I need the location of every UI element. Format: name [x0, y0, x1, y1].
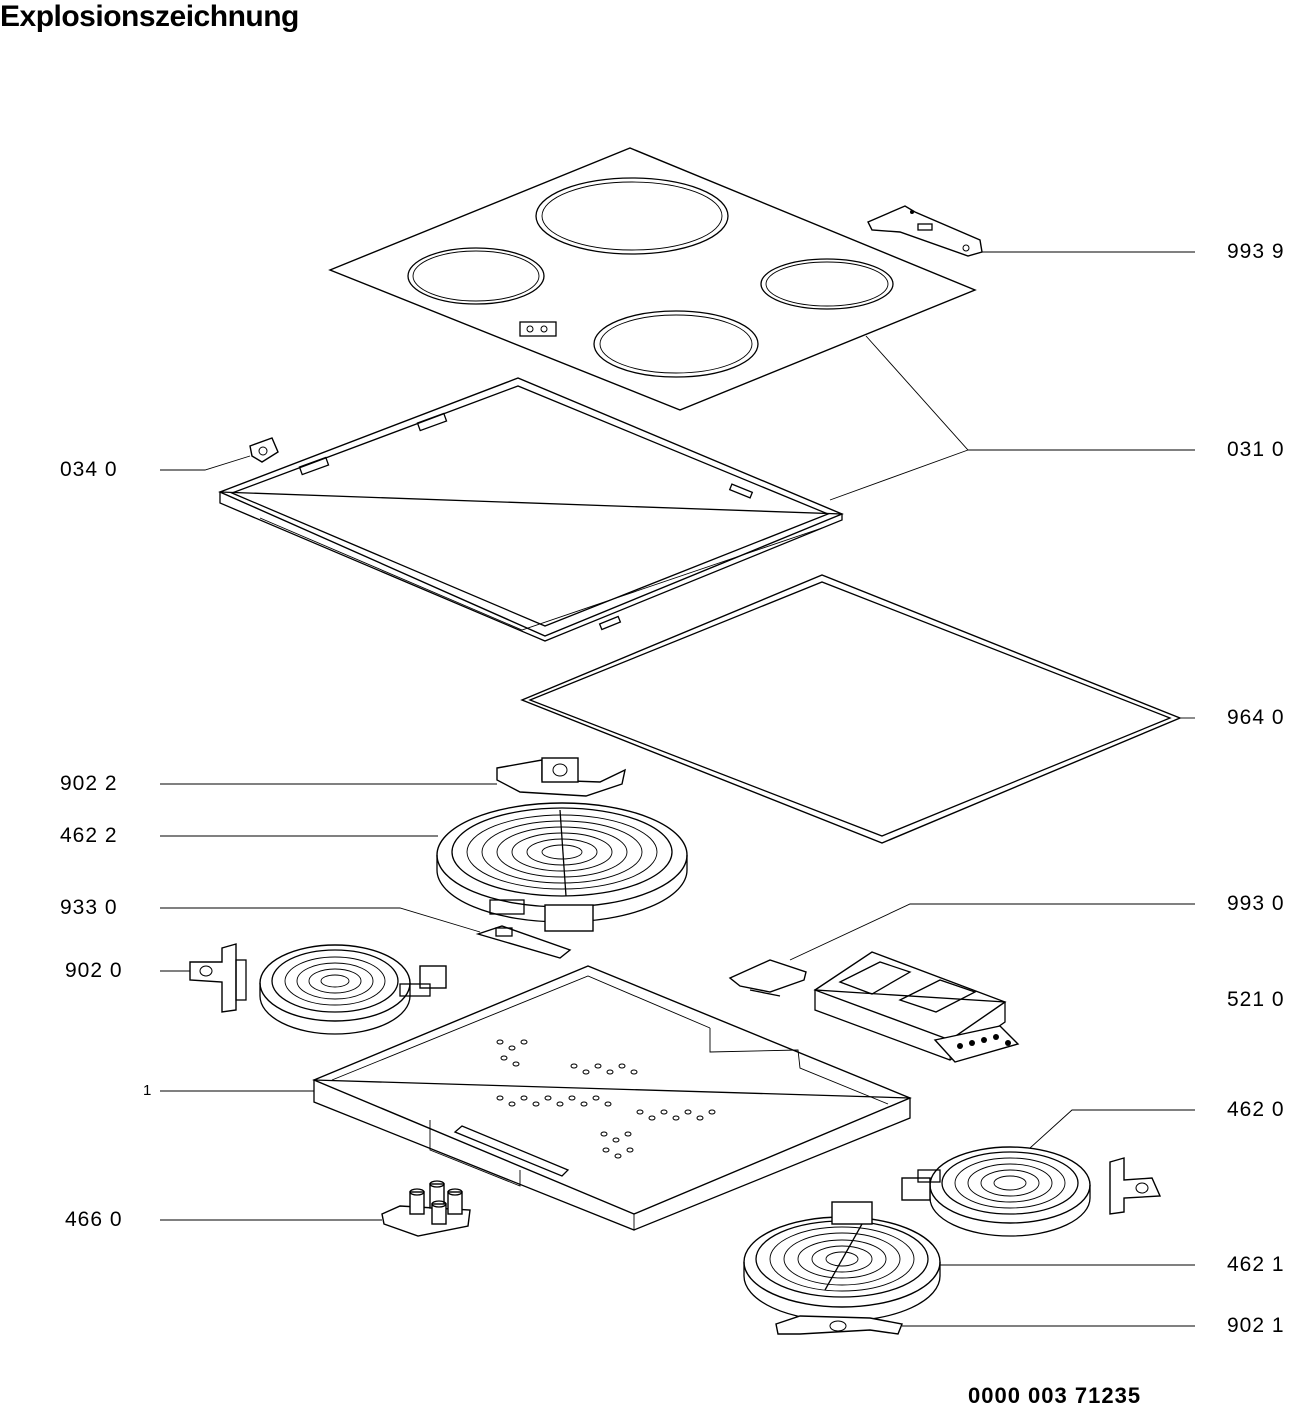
label-933-0: 933 0	[60, 896, 118, 919]
seal-964-0	[520, 574, 1182, 844]
heating-element-small-left	[259, 944, 447, 1035]
label-521-0: 521 0	[1227, 988, 1285, 1011]
label-902-2: 902 2	[60, 772, 118, 795]
label-466-0: 466 0	[65, 1208, 123, 1231]
label-993-9: 993 9	[1227, 240, 1285, 263]
heating-element-462-2	[436, 802, 688, 932]
bracket-993-9	[867, 205, 983, 257]
label-993-0: 993 0	[1227, 892, 1285, 915]
limiter-933-0	[475, 925, 572, 959]
label-462-0: 462 0	[1227, 1098, 1285, 1121]
label-902-1: 902 1	[1227, 1314, 1285, 1337]
heating-element-462-0	[901, 1146, 1091, 1237]
ceramic-glass-top	[328, 147, 977, 411]
bracket-902-1	[775, 1315, 903, 1335]
leader-lines	[160, 251, 1195, 1327]
bracket-902-0	[189, 943, 247, 1013]
label-462-1: 462 1	[1227, 1253, 1285, 1276]
page-title: Explosionszeichnung	[0, 0, 299, 33]
label-462-2: 462 2	[60, 824, 118, 847]
label-1: 1	[143, 1082, 153, 1099]
bracket-902-2	[496, 757, 626, 797]
label-031-0: 031 0	[1227, 438, 1285, 461]
control-module-521-0	[813, 951, 1020, 1063]
document-number: 0000 003 71235	[968, 1383, 1142, 1408]
bracket-462-0-right	[1109, 1157, 1162, 1215]
switch-466-0	[381, 1180, 471, 1237]
ventilation-holes	[496, 1039, 716, 1159]
frame-031-0	[218, 377, 844, 642]
clip-993-0	[728, 959, 807, 997]
base-tray-1	[312, 965, 912, 1231]
heating-element-462-1	[743, 1201, 941, 1322]
label-034-0: 034 0	[60, 458, 118, 481]
label-964-0: 964 0	[1227, 706, 1285, 729]
clip-034-0	[249, 437, 279, 463]
terminal-block	[933, 1025, 1020, 1063]
label-902-0: 902 0	[65, 959, 123, 982]
